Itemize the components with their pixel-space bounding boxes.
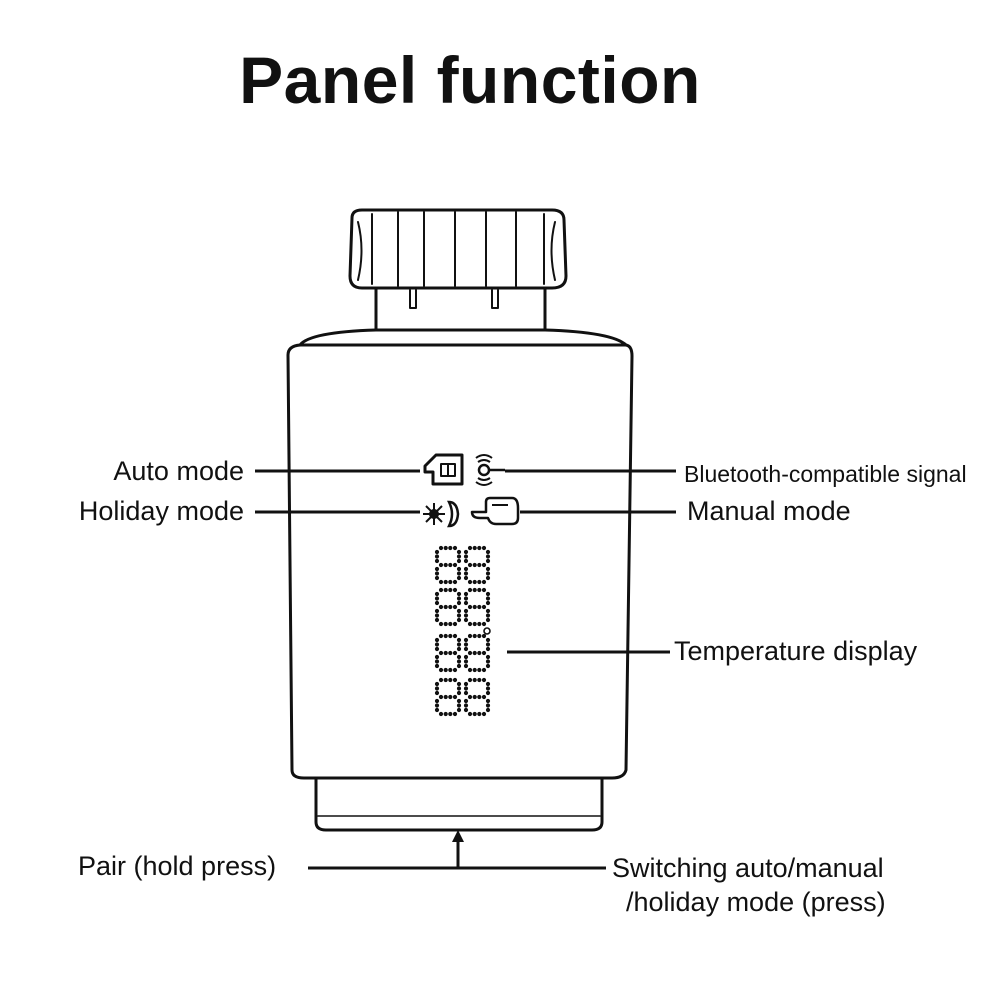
device-body [286,328,634,780]
label-switching-line1: Switching auto/manual [612,853,884,883]
bluetooth-signal-icon [475,454,505,486]
label-pair: Pair (hold press) [78,851,277,881]
label-holiday-mode: Holiday mode [78,496,244,526]
leader-lines [255,469,676,870]
temperature-digits [434,545,491,717]
label-manual-mode: Manual mode [687,496,851,526]
manual-mode-hand-icon [470,496,520,526]
neck [374,286,547,332]
seven-segment-digit-icon [434,545,462,585]
auto-mode-house-icon [423,453,464,486]
press-arrow-head [452,830,464,842]
seven-segment-digit-icon [434,587,462,627]
label-auto-mode: Auto mode [113,456,244,486]
seven-segment-digit-icon [463,633,491,673]
label-switching: Switching auto/manual /holiday mode (pre… [612,851,886,919]
degree-dot-icon [483,627,491,635]
holiday-mode-sun-icon [423,500,460,528]
label-bluetooth-signal: Bluetooth-compatible signal [684,461,967,487]
seven-segment-digit-icon [463,545,491,585]
seven-segment-digit-icon [434,677,462,717]
label-switching-line2: /holiday mode (press) [626,887,886,917]
knob [348,208,568,290]
label-temperature-display: Temperature display [674,636,918,666]
seven-segment-digit-icon [463,677,491,717]
bottom-button [314,776,604,832]
seven-segment-digit-icon [434,633,462,673]
page-title: Panel function [239,43,701,117]
seven-segment-digit-icon [463,587,491,627]
